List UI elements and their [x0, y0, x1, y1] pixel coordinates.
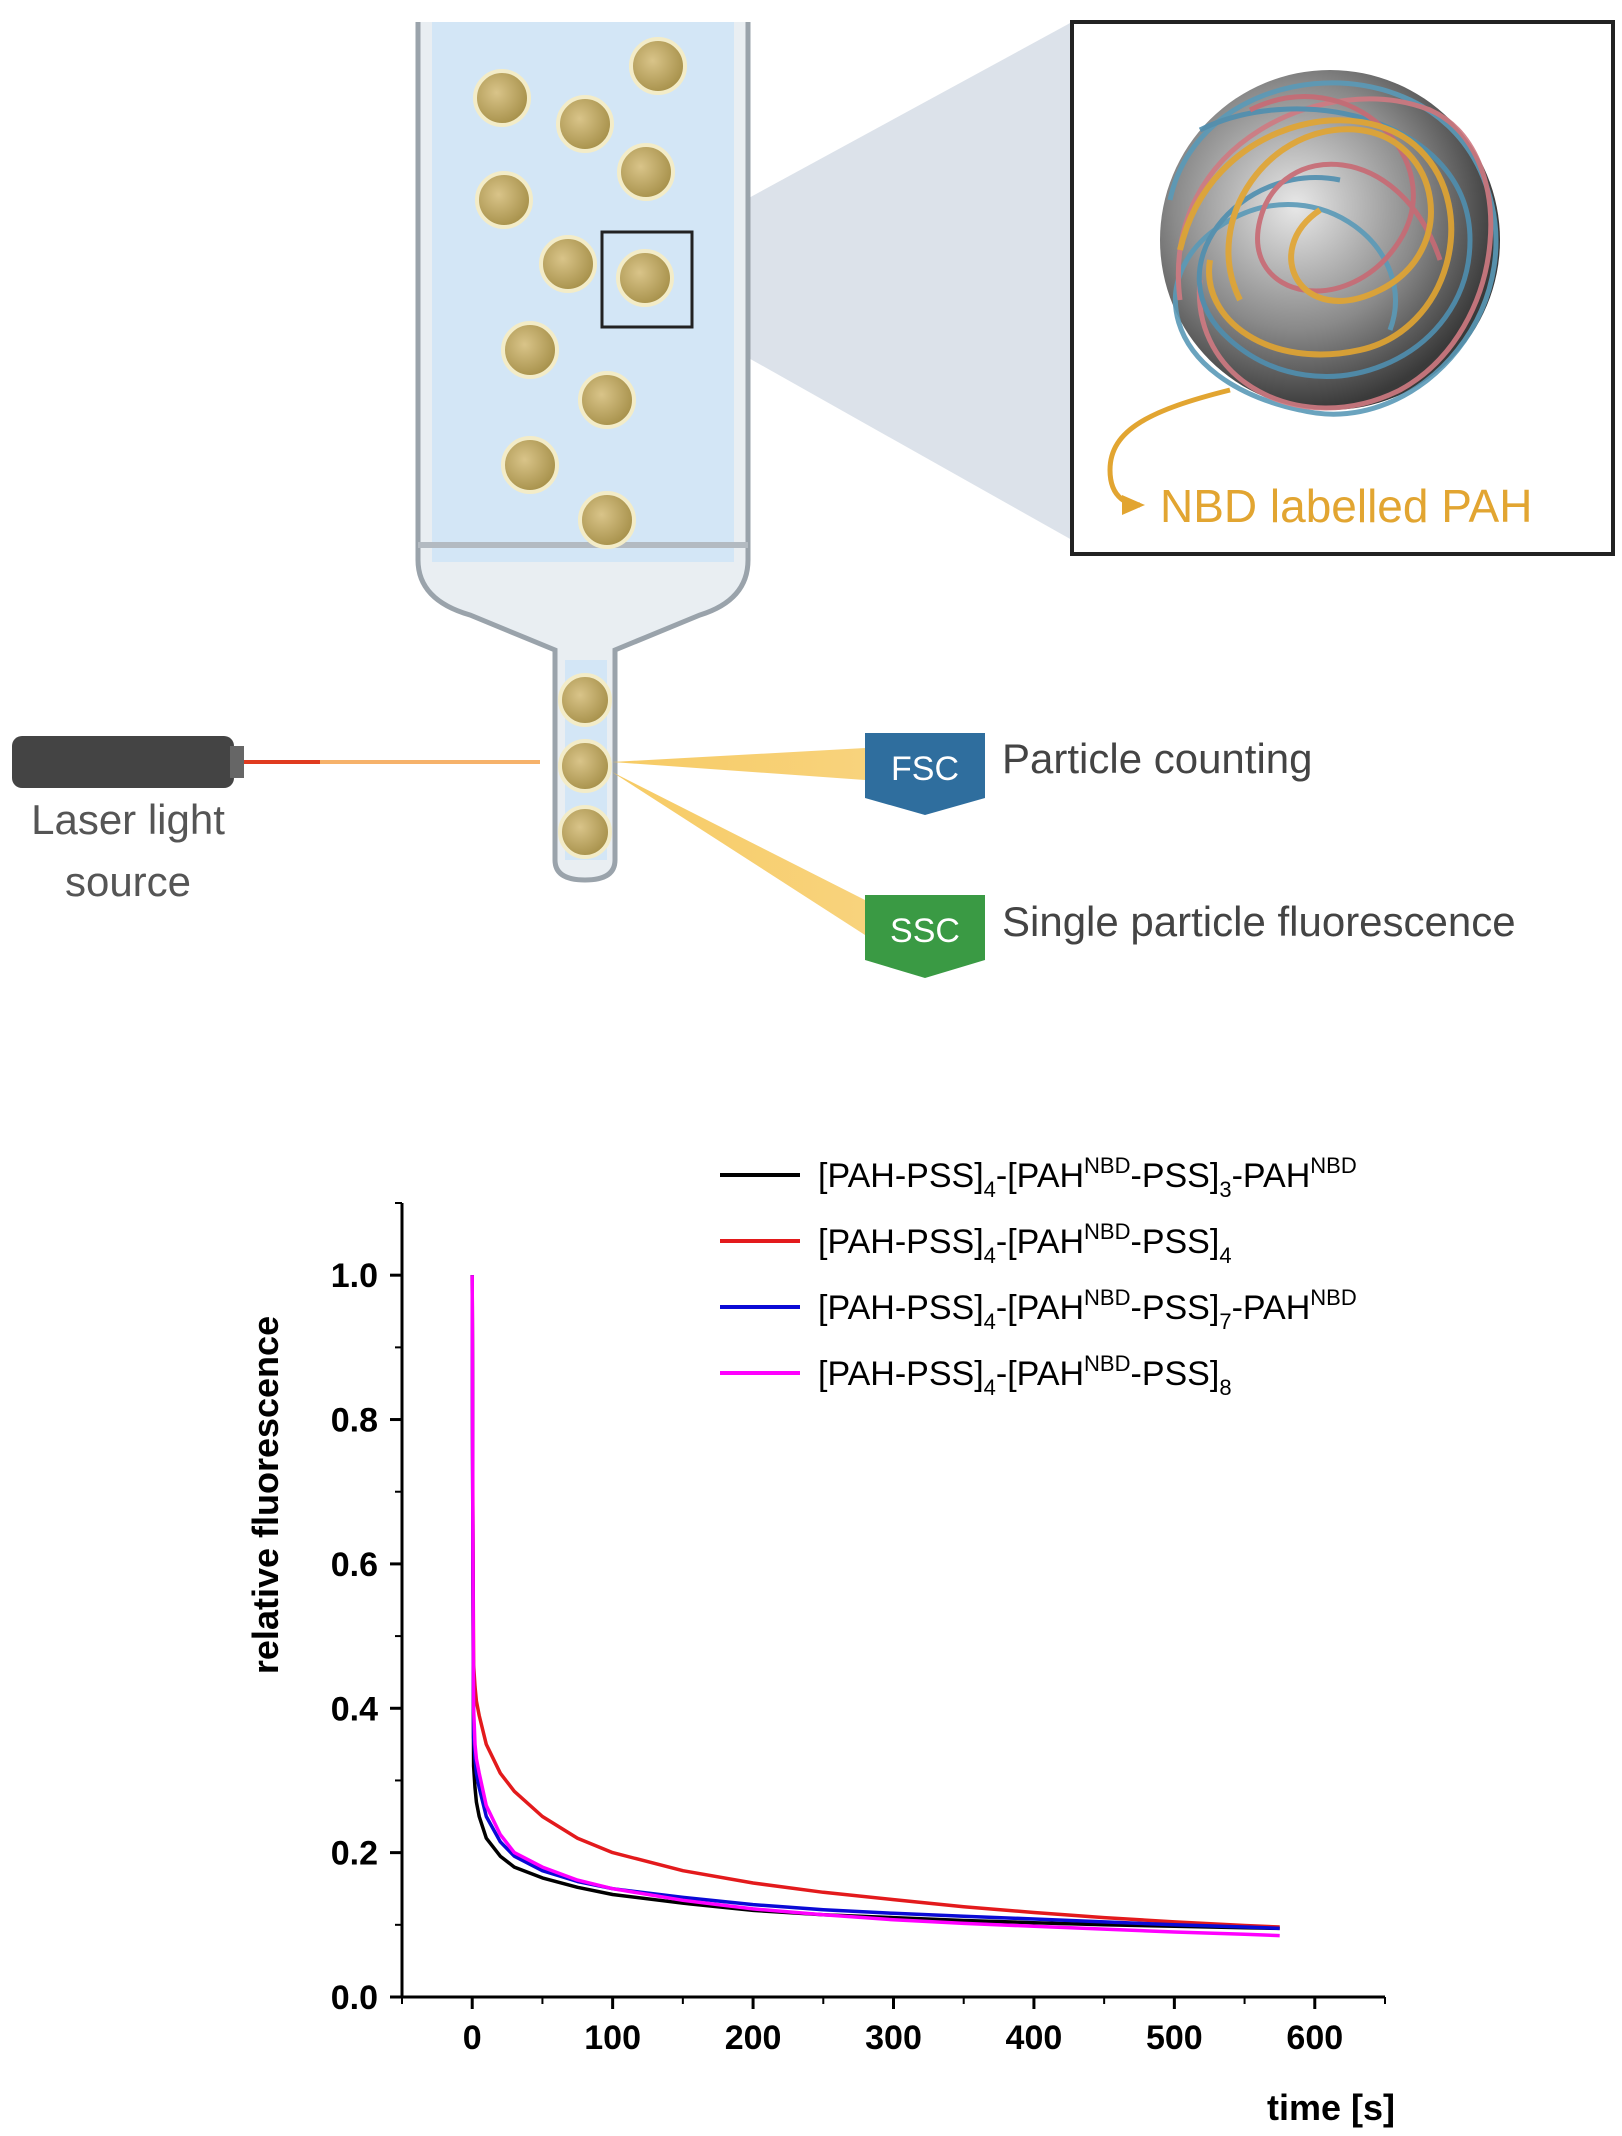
particles — [473, 37, 687, 859]
legend-entry-4: [PAH-PSS]4-[PAHNBD-PSS]8 — [720, 1351, 1232, 1400]
x-tick-label: 500 — [1146, 2019, 1203, 2057]
y-tick-label: 0.4 — [331, 1690, 378, 1728]
x-tick-label: 400 — [1006, 2019, 1063, 2057]
flow-cytometry-schematic: NBD labelled PAH Laser light source FSC … — [12, 20, 1615, 978]
svg-text:SSC: SSC — [890, 912, 960, 950]
legend-entry-3: [PAH-PSS]4-[PAHNBD-PSS]7-PAHNBD — [720, 1285, 1357, 1334]
legend-label: [PAH-PSS]4-[PAHNBD-PSS]3-PAHNBD — [818, 1153, 1357, 1202]
x-axis-label: time [s] — [1267, 2087, 1395, 2128]
ssc-badge: SSC — [865, 895, 985, 978]
y-tick-label: 0.6 — [331, 1546, 378, 1584]
legend: [PAH-PSS]4-[PAHNBD-PSS]3-PAHNBD [PAH-PSS]… — [720, 1153, 1357, 1400]
legend-entry-1: [PAH-PSS]4-[PAHNBD-PSS]3-PAHNBD — [720, 1153, 1357, 1202]
x-tick-label: 300 — [865, 2019, 922, 2057]
series-line-2 — [470, 1275, 1280, 1929]
laser-label-line1: Laser light — [31, 796, 225, 843]
y-axis-label: relative fluorescence — [245, 1316, 286, 1674]
y-tick-label: 0.2 — [331, 1835, 378, 1873]
fsc-description: Particle counting — [1002, 735, 1313, 782]
laser-source — [12, 736, 540, 788]
selection-box — [600, 230, 694, 329]
legend-label: [PAH-PSS]4-[PAHNBD-PSS]7-PAHNBD — [818, 1285, 1357, 1334]
svg-text:FSC: FSC — [891, 750, 959, 788]
series-layer — [470, 1275, 1280, 1938]
fsc-badge: FSC — [865, 733, 985, 815]
plot-axes — [390, 1202, 1386, 2009]
ssc-beam — [612, 772, 865, 935]
inset-panel: NBD labelled PAH — [1070, 20, 1615, 556]
fluorescence-decay-chart: 0 100 200 300 400 500 600 0.0 0.2 0.4 0.6 0.8 1.0 re… — [245, 1153, 1395, 2128]
x-tick-label: 0 — [463, 2019, 482, 2057]
legend-label: [PAH-PSS]4-[PAHNBD-PSS]4 — [818, 1219, 1232, 1268]
y-tick-label: 0.0 — [331, 1979, 378, 2017]
legend-entry-2: [PAH-PSS]4-[PAHNBD-PSS]4 — [720, 1219, 1232, 1268]
x-tick-label: 100 — [584, 2019, 641, 2057]
x-tick-label: 200 — [725, 2019, 782, 2057]
ssc-description: Single particle fluorescence — [1002, 898, 1516, 945]
zoom-cone — [690, 22, 1072, 540]
legend-label: [PAH-PSS]4-[PAHNBD-PSS]8 — [818, 1351, 1232, 1400]
inset-label: NBD labelled PAH — [1160, 480, 1532, 532]
y-tick-label: 0.8 — [331, 1402, 378, 1440]
fsc-beam — [612, 748, 865, 780]
x-tick-label: 600 — [1286, 2019, 1343, 2057]
series-line-4 — [470, 1275, 1280, 1938]
y-tick-label: 1.0 — [331, 1257, 378, 1295]
series-line-1 — [470, 1275, 1280, 1931]
tick-labels: 0 100 200 300 400 500 600 0.0 0.2 0.4 0.6 0.8 1.0 — [331, 1257, 1343, 2057]
laser-label-line2: source — [65, 858, 191, 905]
